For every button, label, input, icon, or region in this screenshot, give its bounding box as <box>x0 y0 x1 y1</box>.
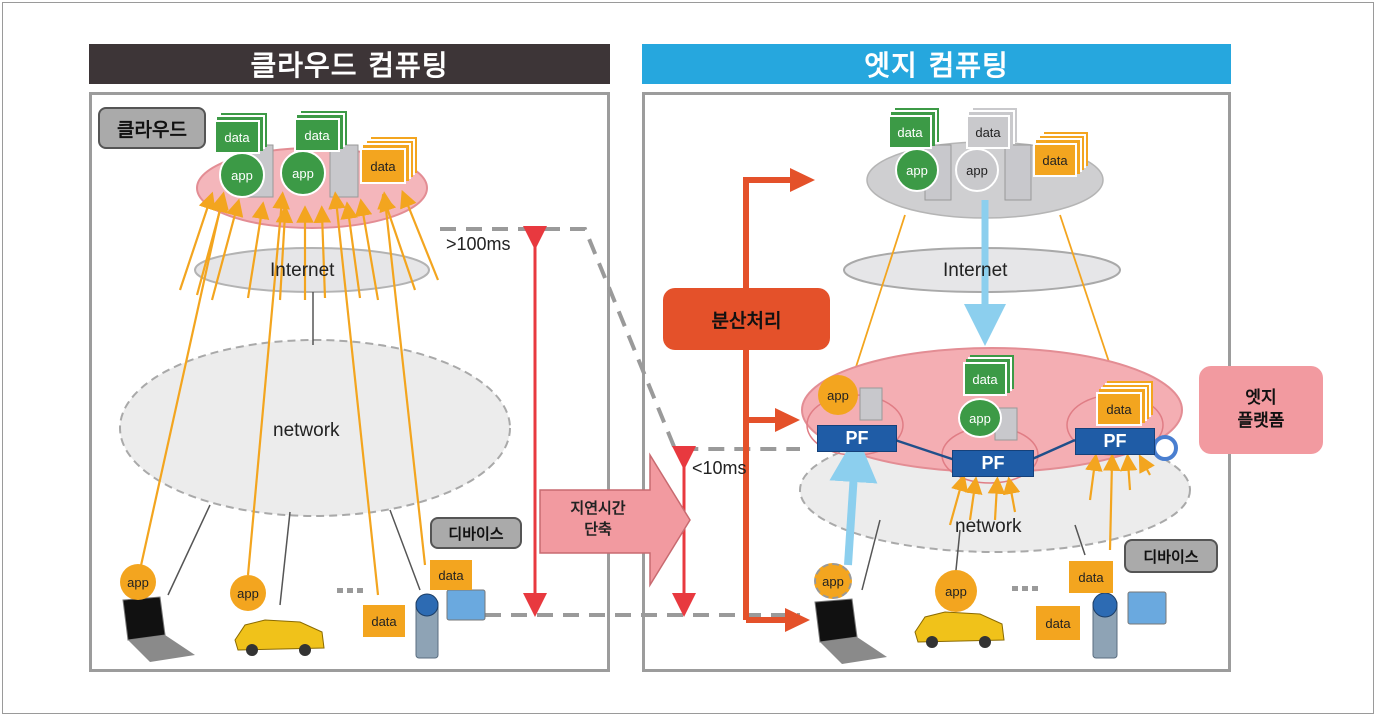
cloud-computing-title: 클라우드 컴퓨팅 <box>89 44 610 84</box>
tablet-icon <box>1127 591 1167 625</box>
pf-node: PF <box>817 425 897 452</box>
device-data-chip: data <box>430 560 472 590</box>
laptop-app-bubble: app <box>814 563 852 599</box>
edge-cloud-data-chip: data <box>1033 143 1077 177</box>
latency-reduction-line1: 지연시간 <box>570 500 626 517</box>
edge-device-tag: 디바이스 <box>1124 539 1218 573</box>
car-app-bubble: app <box>935 570 977 612</box>
cloud-network-label: network <box>273 420 340 441</box>
edge-cloud-app-bubble: app <box>955 148 999 192</box>
camera-icon <box>415 593 439 659</box>
extra-data-chip: data <box>1036 606 1080 640</box>
pf-data-chip: data <box>963 362 1007 396</box>
camera-icon <box>1092 592 1118 659</box>
pf-app-bubble: app <box>958 398 1002 438</box>
car-icon <box>914 611 1005 648</box>
edge-platform-tag-line2: 플랫폼 <box>1237 411 1285 431</box>
car-app-bubble: app <box>230 575 266 611</box>
latency-reduction-label: 지연시간 단축 <box>548 498 648 540</box>
extra-data-chip: data <box>363 605 405 637</box>
laptop-icon <box>814 598 887 664</box>
latency-reduction-arrow <box>539 452 691 588</box>
pf-data-chip: data <box>1096 392 1142 426</box>
device-data-chip: data <box>1069 561 1113 593</box>
pf-node: PF <box>952 450 1034 477</box>
cloud-latency-label: >100ms <box>446 234 511 254</box>
cloud-network-ellipse <box>119 339 511 517</box>
cloud-tag: 클라우드 <box>98 107 206 149</box>
pf-app-bubble: app <box>818 375 858 415</box>
cloud-data-chip: data <box>294 118 340 152</box>
cloud-data-chip: data <box>360 148 406 184</box>
car-icon <box>234 619 325 656</box>
laptop-icon <box>122 596 195 662</box>
edge-latency-label: <10ms <box>692 458 747 478</box>
tablet-icon <box>446 589 486 621</box>
cloud-app-bubble: app <box>219 152 265 198</box>
edge-upload-arrows <box>948 453 1155 551</box>
cloud-data-chip: data <box>214 120 260 154</box>
latency-reduction-line2: 단축 <box>584 521 612 538</box>
cloud-upload-arrows <box>138 189 440 596</box>
edge-cloud-data-chip: data <box>888 115 932 149</box>
laptop-app-bubble: app <box>120 564 156 600</box>
edge-computing-title: 엣지 컴퓨팅 <box>642 44 1231 84</box>
cloud-app-bubble: app <box>280 150 326 196</box>
cloud-internet-label: Internet <box>270 260 335 281</box>
cloud-device-tag: 디바이스 <box>430 517 522 549</box>
edge-platform-tag: 엣지 플랫폼 <box>1199 366 1323 454</box>
edge-cloud-data-chip: data <box>966 115 1010 149</box>
ellipsis-dots <box>337 586 1038 593</box>
edge-cloud-app-bubble: app <box>895 148 939 192</box>
edge-internet-label: Internet <box>943 260 1008 281</box>
distributed-processing-box: 분산처리 <box>663 288 830 350</box>
edge-platform-tag-line1: 엣지 <box>1245 388 1277 409</box>
edge-network-label: network <box>955 516 1022 537</box>
pf-node: PF <box>1075 428 1155 455</box>
device-to-pf-arrow <box>829 434 878 566</box>
distributed-processing-arrows <box>743 177 795 623</box>
local-loop-icon <box>1152 435 1178 461</box>
